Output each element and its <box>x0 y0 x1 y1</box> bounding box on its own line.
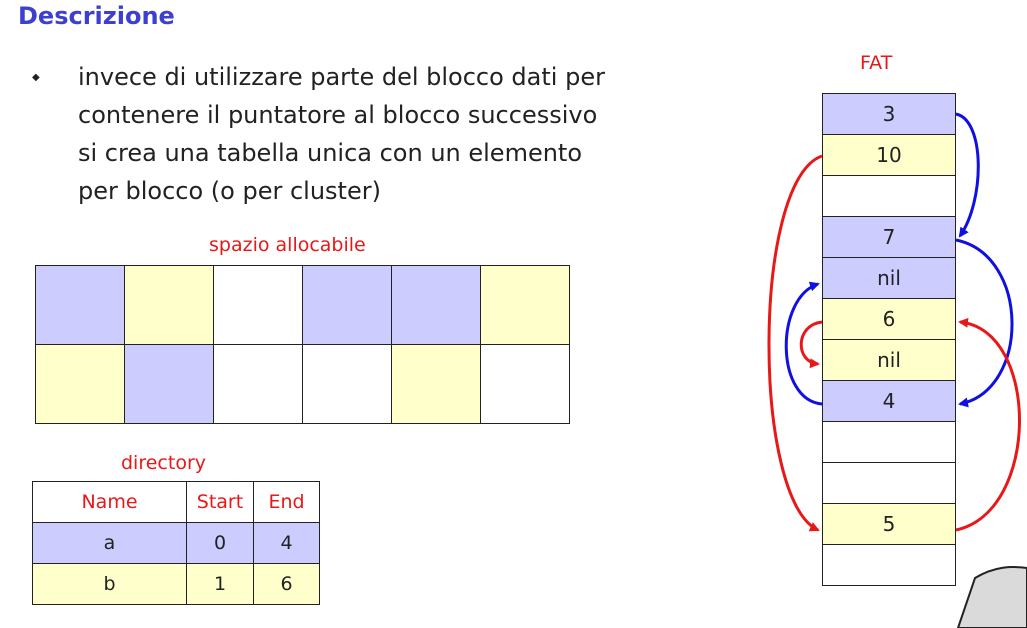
fat-entry: 3 <box>822 93 956 135</box>
alloc-block <box>302 344 392 424</box>
directory-header-end: End <box>253 481 320 523</box>
description-line: contenere il puntatore al blocco success… <box>78 101 598 129</box>
alloc-block <box>480 344 570 424</box>
fat-table: 3 10 7 nil 6 nil 4 5 <box>822 93 956 586</box>
directory-table: Name Start End a 0 4 b 1 6 <box>32 481 320 605</box>
directory-cell-start: 1 <box>186 563 254 605</box>
arrow-blue-0-3 <box>955 112 980 238</box>
alloc-block <box>213 344 303 424</box>
fat-entry <box>822 175 956 217</box>
arrow-blue-3-7 <box>955 238 1014 408</box>
arrow-red-1-10 <box>767 154 823 532</box>
page-title: Descrizione <box>18 2 175 30</box>
directory-row-b: b 1 6 <box>32 563 320 605</box>
page-curl-decoration <box>956 566 1027 628</box>
alloc-space-label: spazio allocabile <box>209 234 366 256</box>
fat-entry: 5 <box>822 503 956 545</box>
alloc-row <box>35 265 570 345</box>
fat-entry: 7 <box>822 216 956 258</box>
alloc-block <box>35 265 125 345</box>
directory-label: directory <box>121 452 206 474</box>
alloc-block <box>213 265 303 345</box>
description-line: si crea una tabella unica con un element… <box>78 139 583 167</box>
directory-cell-end: 6 <box>253 563 320 605</box>
arrow-red-5-6 <box>799 320 823 369</box>
alloc-block <box>35 344 125 424</box>
alloc-block <box>391 344 481 424</box>
fat-entry <box>822 544 956 586</box>
fat-entry: nil <box>822 339 956 381</box>
arrow-blue-7-4 <box>784 281 823 406</box>
alloc-block <box>124 344 214 424</box>
alloc-block <box>391 265 481 345</box>
fat-label: FAT <box>860 52 893 74</box>
alloc-block <box>124 265 214 345</box>
alloc-block <box>302 265 392 345</box>
description-text: invece di utilizzare parte del blocco da… <box>78 58 718 210</box>
fat-entry <box>822 462 956 504</box>
alloc-row <box>35 344 570 424</box>
alloc-space-grid <box>35 265 570 424</box>
bullet-icon: ◆ <box>32 72 40 83</box>
directory-cell-end: 4 <box>253 522 320 564</box>
fat-entry: 4 <box>822 380 956 422</box>
arrow-red-10-5 <box>955 317 1021 532</box>
description-line: per blocco (o per cluster) <box>78 177 381 205</box>
description-line: invece di utilizzare parte del blocco da… <box>78 63 605 91</box>
fat-entry: 10 <box>822 134 956 176</box>
fat-entry: nil <box>822 257 956 299</box>
alloc-block <box>480 265 570 345</box>
directory-header-name: Name <box>32 481 187 523</box>
directory-cell-name: b <box>32 563 187 605</box>
directory-cell-name: a <box>32 522 187 564</box>
fat-entry <box>822 421 956 463</box>
